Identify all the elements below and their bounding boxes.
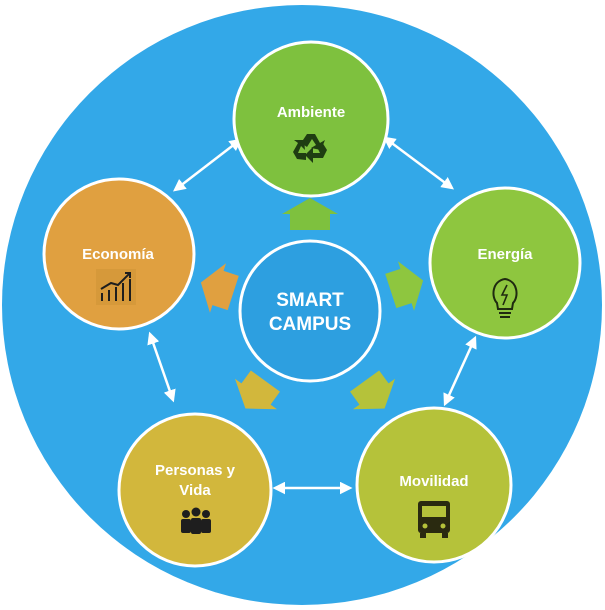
node-personas-label-line1: Personas y [155, 462, 236, 479]
connector-ambiente-energia [382, 136, 455, 190]
center-label-line1: SMART [276, 290, 344, 311]
recycle-icon [293, 134, 327, 163]
node-ambiente-label: Ambiente [277, 104, 345, 121]
arrow-to-movilidad [350, 370, 396, 410]
center-label-line2: CAMPUS [269, 314, 351, 335]
people-group-icon [181, 507, 211, 534]
connector-ambiente-economia [173, 138, 242, 192]
connector-personas-economia [147, 331, 176, 403]
node-economia-label: Economía [82, 246, 154, 263]
arrow-to-ambiente [282, 198, 338, 230]
bus-icon [418, 501, 450, 538]
node-personas: Personas y Vida [117, 412, 273, 568]
center-node: SMART CAMPUS [238, 239, 382, 383]
connector-energia-movilidad [443, 335, 477, 407]
center-arrows [200, 198, 424, 410]
node-energia: Energía [428, 186, 582, 340]
arrow-to-economia [200, 263, 239, 313]
arrow-to-energia [385, 261, 424, 311]
node-movilidad-label: Movilidad [399, 473, 468, 490]
lightbulb-icon [492, 277, 518, 318]
growth-chart-icon [96, 269, 136, 305]
node-energia-label: Energía [477, 246, 533, 263]
node-movilidad: Movilidad [355, 406, 513, 564]
node-ambiente: Ambiente [232, 40, 390, 198]
arrow-to-personas [234, 370, 280, 410]
node-personas-label-line2: Vida [179, 482, 211, 499]
node-economia: Economía [42, 177, 196, 331]
connectors [147, 136, 477, 495]
